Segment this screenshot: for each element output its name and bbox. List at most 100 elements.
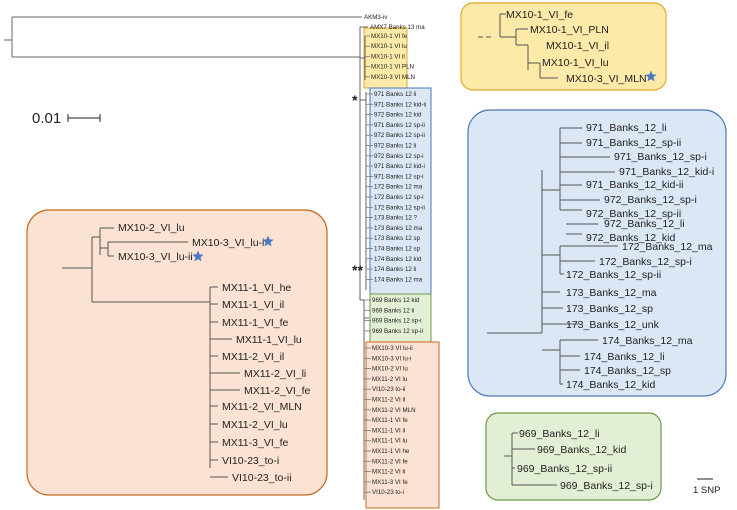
zoom-blue-label-7: 972_Banks_12_li: [604, 218, 685, 230]
main-orange-clade-box: [365, 341, 440, 509]
zoom-yellow-label-0: MX10-1_VI_fe: [506, 9, 573, 21]
zoom-blue-label-8: 972_Banks_12_kid: [586, 232, 675, 244]
main-blue-label-3: 971 Banks 12 sp-ii: [374, 122, 425, 129]
support-asterisk-single: *: [352, 92, 358, 108]
main-yellow-label-4: MX10-3 VI MLN: [371, 74, 415, 81]
outgroup-label-amx7: AMX7 Banks 13 ma: [370, 24, 425, 31]
main-blue-clade-box: [369, 87, 432, 295]
support-asterisk-double: **: [352, 262, 363, 278]
main-green-label-1: 969 Banks 12 li: [372, 307, 414, 314]
zoom-blue-label-4: 971_Banks_12_kid-ii: [586, 179, 683, 191]
zoom-orange-label-8: MX11-2_VI_li: [244, 368, 306, 380]
zoom-orange-tree: [62, 227, 240, 478]
main-blue-label-7: 971 Banks 12 kid-i: [374, 163, 425, 170]
main-scale-label: 0.01: [32, 110, 61, 127]
main-blue-labels: 971 Banks 12 li 971 Banks 12 kid-ii 972 Ba…: [374, 91, 426, 283]
zoom-green-label-2: 969_Banks_12_sp-ii: [517, 463, 612, 475]
zoom-orange-label-1: MX10-3_VI_lu-i: [192, 237, 264, 249]
zoom-blue-label-18: 174_Banks_12_kid: [566, 379, 655, 391]
zoom-orange-label-5: MX11-1_VI_fe: [222, 317, 289, 329]
zoom-green-panel: [485, 412, 662, 501]
main-orange-label-6: MX11-2 VI MLN: [372, 407, 416, 414]
main-blue-label-4: 972 Banks 12 sp-ii: [374, 132, 425, 139]
main-yellow-label-3: MX10-1 VI PLN: [371, 64, 414, 71]
zoom-orange-label-3: MX11-1_VI_he: [222, 282, 291, 294]
zoom-green-tree: [504, 432, 557, 486]
zoom-blue-label-17: 174_Banks_12_sp: [584, 365, 671, 377]
main-orange-label-13: MX11-3 VI fe: [372, 479, 408, 486]
zoom-blue-panel: [467, 109, 727, 397]
zoom-yellow-tree: [478, 13, 558, 79]
main-yellow-label-0: MX10-1 VI fe: [371, 33, 408, 40]
main-blue-label-13: 173 Banks 12 ma: [374, 225, 423, 232]
main-blue-label-0: 971 Banks 12 li: [374, 91, 416, 98]
zoom-blue-label-14: 173_Banks_12_unk: [566, 319, 660, 331]
main-orange-label-11: MX11-2 VI fe: [372, 458, 408, 465]
main-blue-label-8: 971 Banks 12 sp-i: [374, 173, 424, 180]
main-orange-label-3: MX11-2 VI lu: [372, 376, 408, 383]
snp-scale-label: 1 SNP: [693, 485, 720, 496]
main-tree-branches: [4, 16, 369, 500]
main-blue-label-14: 173 Banks 12 sp: [374, 235, 421, 242]
main-orange-label-2: MX10-2 VI lu: [372, 366, 408, 373]
main-blue-label-18: 174 Banks 12 ma: [374, 276, 423, 283]
zoom-blue-label-9: 172_Banks_12_ma: [622, 241, 713, 253]
zoom-green-label-1: 969_Banks_12_kid: [537, 444, 626, 456]
zoom-blue-label-3: 971_Banks_12_kid-i: [619, 166, 714, 178]
zoom-blue-label-16: 174_Banks_12_li: [584, 351, 665, 363]
main-green-label-3: 969 Banks 12 sp-ii: [372, 328, 423, 335]
zoom-yellow-label-2: MX10-1_VI_il: [546, 40, 609, 52]
zoom-orange-label-7: MX11-2_VI_il: [222, 351, 284, 363]
main-blue-label-2: 972 Banks 12 kid: [374, 112, 422, 119]
main-orange-label-7: MX11-1 VI fe: [372, 417, 408, 424]
main-yellow-labels: MX10-1 VI fe MX10-1 VI lu MX10-1 VI il MX10…: [371, 33, 415, 81]
main-orange-label-14: VI10-23 to-i: [372, 489, 404, 496]
zoom-orange-label-12: MX11-3_VI_fe: [222, 437, 289, 449]
zoom-blue-labels: 971_Banks_12_li971_Banks_12_sp-ii971_Ban…: [566, 122, 714, 391]
main-blue-label-17: 174 Banks 12 li: [374, 266, 416, 273]
main-yellow-clade-box: [363, 27, 408, 89]
zoom-blue-label-11: 172_Banks_12_sp-ii: [566, 269, 661, 281]
zoom-yellow-panel: [460, 2, 667, 91]
main-blue-label-5: 972 Banks 12 li: [374, 143, 416, 150]
main-blue-label-9: 172 Banks 12 ma: [374, 184, 423, 191]
zoom-orange-label-2: MX10-3_VI_lu-ii: [118, 251, 193, 263]
main-scale-bar: [67, 114, 101, 122]
main-orange-label-4: VI10-23 to-ii: [372, 386, 405, 393]
zoom-blue-label-0: 971_Banks_12_li: [586, 122, 667, 134]
zoom-blue-label-13: 173_Banks_12_sp: [566, 303, 653, 315]
main-blue-label-1: 971 Banks 12 kid-ii: [374, 101, 426, 108]
zoom-orange-label-11: MX11-2_VI_lu: [222, 419, 288, 431]
main-orange-label-9: MX11-1 VI lu: [372, 438, 408, 445]
zoom-orange-label-0: MX10-2_VI_lu: [118, 222, 185, 234]
main-yellow-label-1: MX10-1 VI lu: [371, 43, 407, 50]
main-orange-label-10: MX11-1 VI he: [372, 448, 410, 455]
star-icon: [645, 70, 657, 82]
zoom-orange-label-4: MX11-1_VI_il: [222, 299, 284, 311]
main-green-label-0: 969 Banks 12 kid: [372, 297, 420, 304]
zoom-blue-label-12: 173_Banks_12_ma: [566, 287, 657, 299]
main-orange-label-8: MX11-1 VI il: [372, 427, 405, 434]
main-yellow-label-2: MX10-1 VI il: [371, 53, 405, 60]
main-green-labels: 969 Banks 12 kid 969 Banks 12 li 969 Banks…: [372, 297, 423, 335]
main-blue-label-11: 172 Banks 12 sp-ii: [374, 204, 425, 211]
outgroup-label-akm3: AKM3-iv: [364, 14, 388, 21]
main-orange-label-0: MX10-3 VI lu-ii: [372, 345, 413, 352]
zoom-orange-label-10: MX11-2_VI_MLN: [222, 401, 302, 413]
main-blue-label-15: 174 Banks 12 sp: [374, 246, 421, 253]
main-blue-label-12: 173 Banks 12 ?: [374, 215, 418, 222]
zoom-orange-label-9: MX11-2_VI_fe: [244, 385, 311, 397]
zoom-orange-label-14: VI10-23_to-ii: [232, 472, 292, 484]
zoom-green-label-0: 969_Banks_12_li: [519, 428, 600, 440]
star-icon: [262, 235, 274, 247]
main-green-clade-box: [369, 293, 432, 343]
main-blue-label-6: 972 Banks 12 sp-i: [374, 153, 424, 160]
zoom-blue-label-15: 174_Banks_12_ma: [602, 335, 693, 347]
main-orange-label-12: MX11-2 VI li: [372, 469, 405, 476]
main-green-label-2: 969 Banks 12 sp-i: [372, 318, 422, 325]
zoom-orange-label-13: VI10-23_to-i: [222, 455, 279, 467]
star-icon: [192, 250, 204, 262]
main-blue-label-16: 174 Banks 12 kid: [374, 256, 422, 263]
